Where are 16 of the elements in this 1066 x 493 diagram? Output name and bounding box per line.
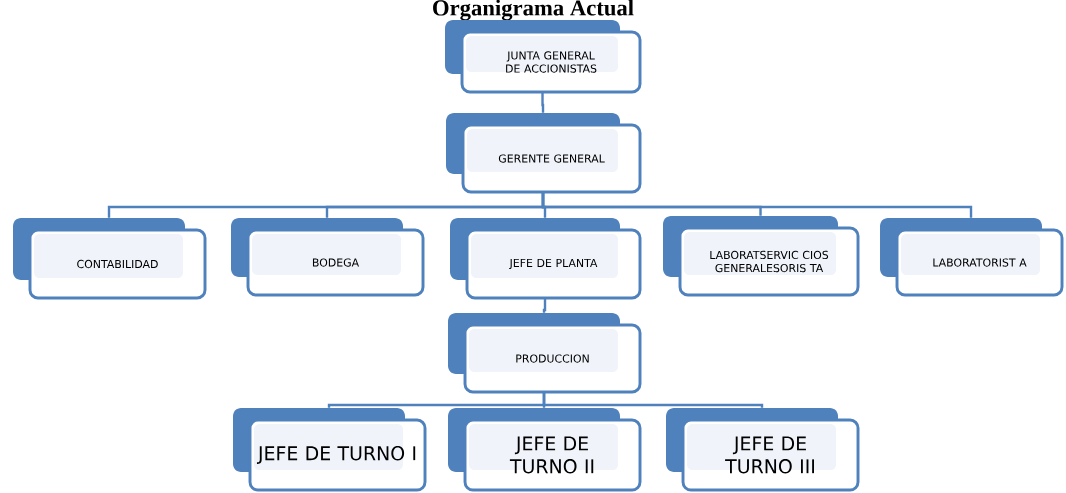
connector (542, 392, 764, 408)
connector (541, 92, 545, 113)
org-box: LABORATORIST A (880, 218, 1064, 297)
org-box: JUNTA GENERAL DE ACCIONISTAS (445, 20, 642, 94)
org-box: JEFE DE TURNO I (233, 408, 427, 492)
org-box: JEFE DE TURNO III (666, 408, 860, 492)
org-box: LABORATSERVIC CIOS GENERALESORIS TA (663, 216, 860, 297)
org-box: PRODUCCION (448, 313, 642, 394)
org-box: CONTABILIDAD (13, 218, 207, 300)
org-box: JEFE DE PLANTA (450, 218, 642, 300)
org-box: GERENTE GENERAL (446, 113, 642, 194)
connector (542, 298, 547, 313)
org-box: JEFE DE TURNO II (448, 408, 642, 492)
org-box: BODEGA (231, 218, 425, 297)
connector (541, 192, 973, 218)
title: Organigrama Actual (433, 0, 634, 21)
